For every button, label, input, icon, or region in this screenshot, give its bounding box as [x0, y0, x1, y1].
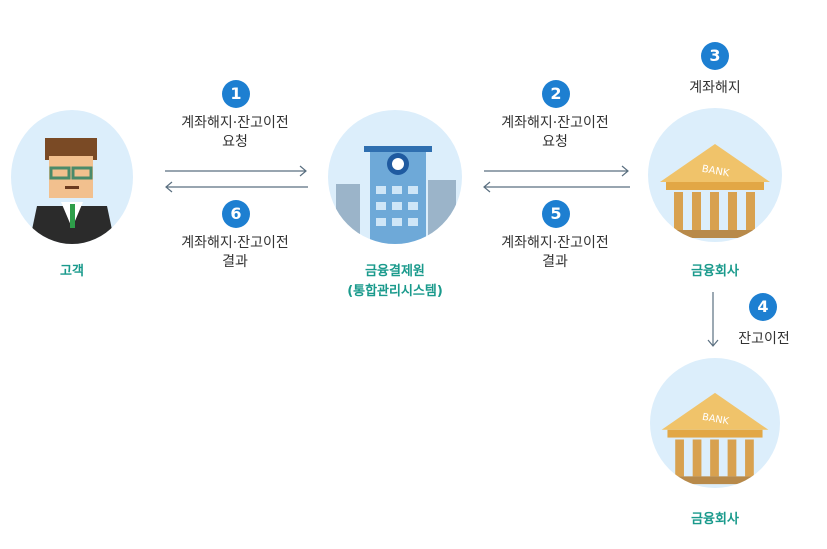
step-2-text: 계좌해지·잔고이전 요청 — [480, 114, 630, 152]
step-1-badge: 1 — [222, 80, 250, 108]
kftc-label: 금융결제원 — [365, 264, 425, 279]
step-6-line2: 결과 — [222, 254, 248, 270]
step-1-line2: 요청 — [222, 134, 248, 150]
step-2-badge: 2 — [542, 80, 570, 108]
bank-sign-2: BANK — [701, 412, 730, 428]
step-4-badge: 4 — [749, 293, 777, 321]
step-5-text: 계좌해지·잔고이전 결과 — [480, 234, 630, 272]
company2-label: 금융회사 — [691, 512, 739, 527]
customer-icon — [29, 138, 115, 244]
building-icon — [336, 146, 456, 244]
step-1-text: 계좌해지·잔고이전 요청 — [160, 114, 310, 152]
step-4-line1: 잔고이전 — [738, 331, 790, 347]
step-5-line1: 계좌해지·잔고이전 — [501, 235, 609, 251]
step-5-badge: 5 — [542, 200, 570, 228]
step-6-text: 계좌해지·잔고이전 결과 — [160, 234, 310, 272]
company1-label: 금융회사 — [691, 264, 739, 279]
bank-icon: BANK — [661, 392, 769, 485]
company1-node: BANK — [648, 108, 782, 242]
customer-node — [11, 110, 133, 244]
company2-node: BANK — [650, 358, 780, 488]
step-2-line1: 계좌해지·잔고이전 — [501, 115, 609, 131]
step-6-line1: 계좌해지·잔고이전 — [181, 235, 289, 251]
step-3-line1: 계좌해지 — [689, 80, 741, 96]
step-5-line2: 결과 — [542, 254, 568, 270]
kftc-sublabel: (통합관리시스템) — [347, 284, 443, 299]
customer-label: 고객 — [60, 264, 84, 279]
step-6-badge: 6 — [222, 200, 250, 228]
bank-sign-1: BANK — [701, 164, 731, 180]
kftc-node — [328, 110, 462, 244]
bank-icon: BANK — [660, 144, 770, 238]
step-3-badge: 3 — [701, 42, 729, 70]
step-1-line1: 계좌해지·잔고이전 — [181, 115, 289, 131]
step-2-line2: 요청 — [542, 134, 568, 150]
